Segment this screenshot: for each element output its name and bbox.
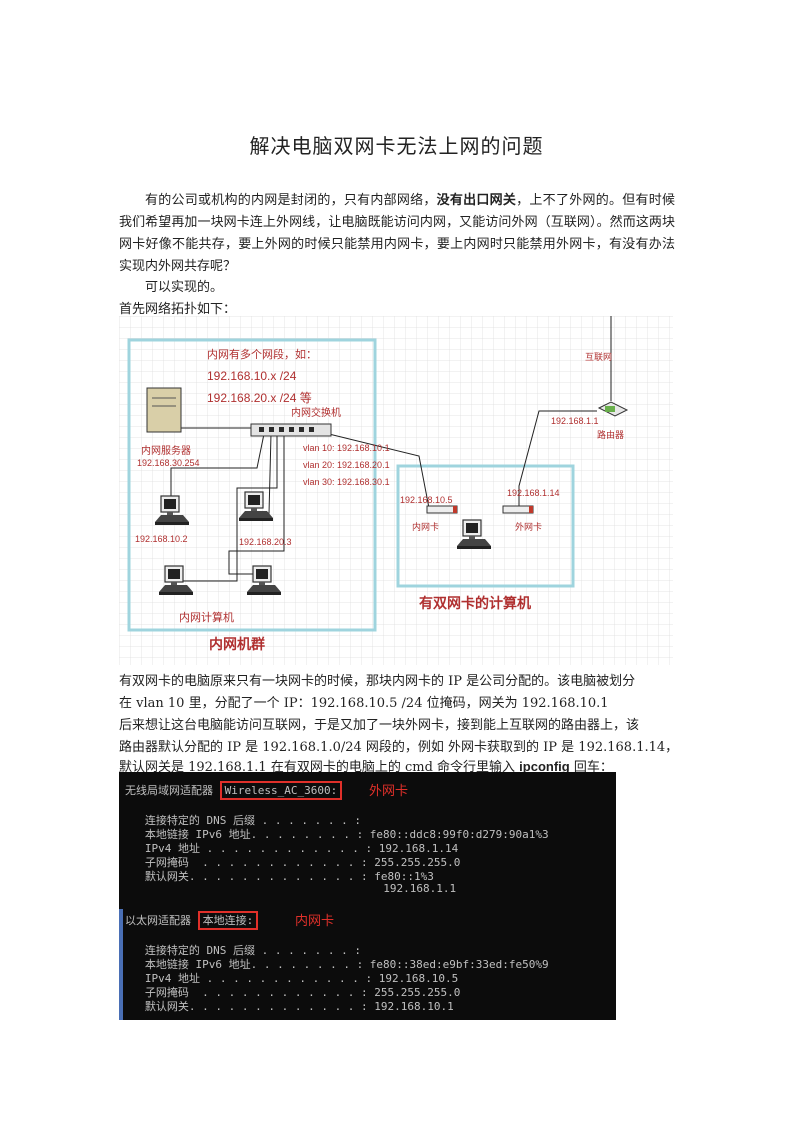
cmd-line: 本地链接 IPv6 地址. . . . . . . . : fe80::38ed… bbox=[125, 958, 549, 971]
cmd-line: 子网掩码 . . . . . . . . . . . . : 255.255.2… bbox=[125, 856, 461, 869]
server-icon bbox=[146, 387, 182, 433]
cmd-line: 192.168.1.1 bbox=[125, 882, 457, 895]
intro-line-2: 可以实现的。 bbox=[145, 280, 224, 295]
vlan30-label: vlan 30: 192.168.30.1 bbox=[303, 477, 390, 487]
ipconfig-command: ipconfig bbox=[519, 759, 570, 774]
wireless-tag: 外网卡 bbox=[369, 784, 409, 799]
cmd-line: 默认网关. . . . . . . . . . . . . : 192.168.… bbox=[125, 1000, 454, 1013]
router-icon bbox=[597, 401, 629, 417]
body-line-5-a: 默认网关是 192.168.1.1 在有双网卡的电脑上的 cmd 命令行里输入 bbox=[119, 760, 520, 775]
cluster-frame bbox=[127, 338, 377, 632]
network-topology-diagram: 互联网 路由器 192.168.1.1 内网有多个网段，如： 192.168.1… bbox=[119, 316, 673, 665]
cmd-line: 子网掩码 . . . . . . . . . . . . : 255.255.2… bbox=[125, 986, 461, 999]
nic-in-icon bbox=[426, 505, 458, 514]
switch-icon bbox=[250, 423, 332, 437]
wireless-adapter-name: Wireless_AC_3600: bbox=[219, 781, 343, 800]
cmd-line: 本地链接 IPv6 地址. . . . . . . . : fe80::ddc8… bbox=[125, 828, 549, 841]
cmd-line: 连接特定的 DNS 后缀 . . . . . . . : bbox=[125, 814, 361, 827]
internet-label: 互联网 bbox=[585, 352, 612, 362]
nic-out-ip-label: 192.168.1.14 bbox=[507, 488, 560, 498]
cmd-line: 默认网关. . . . . . . . . . . . . : fe80::1%… bbox=[125, 870, 434, 883]
body-line-5-b: 回车： bbox=[569, 760, 613, 775]
nic-in-label: 内网卡 bbox=[412, 521, 439, 532]
inner-pcs-label: 内网计算机 bbox=[179, 610, 234, 624]
cmd-line: IPv4 地址 . . . . . . . . . . . . : 192.16… bbox=[125, 972, 459, 985]
nic-out-label: 外网卡 bbox=[515, 521, 542, 532]
body-line-4: 路由器默认分配的 IP 是 192.168.1.0/24 网段的，例如 外网卡获… bbox=[119, 740, 679, 755]
vlan10-label: vlan 10: 192.168.10.1 bbox=[303, 443, 390, 453]
cmd-ipconfig-screenshot: 无线局域网适配器 Wireless_AC_3600: 外网卡 连接特定的 DNS… bbox=[119, 772, 616, 1020]
body-line-5: 默认网关是 192.168.1.1 在有双网卡的电脑上的 cmd 命令行里输入 … bbox=[119, 756, 613, 775]
segments-label-1: 内网有多个网段，如： bbox=[207, 347, 317, 361]
segments-label-2: 192.168.10.x /24 bbox=[207, 369, 297, 383]
ethernet-adapter-header: 以太网适配器 本地连接: bbox=[125, 911, 259, 930]
server-ip-label: 192.168.30.254 bbox=[137, 458, 200, 468]
ethernet-adapter-name: 本地连接: bbox=[197, 911, 259, 930]
intro-bold: 没有出口网关 bbox=[436, 193, 517, 208]
vlan20-label: vlan 20: 192.168.20.1 bbox=[303, 460, 390, 470]
pc2-ip-label: 192.168.20.3 bbox=[239, 537, 292, 547]
nic-out-icon bbox=[502, 505, 534, 514]
cmd-line: IPv4 地址 . . . . . . . . . . . . : 192.16… bbox=[125, 842, 459, 855]
segments-label-3: 192.168.20.x /24 等 bbox=[207, 391, 312, 405]
intro-text-a: 有的公司或机构的内网是封闭的，只有内部网络， bbox=[145, 193, 437, 208]
intro-text-b: ，上不了外网的。但有时候我们希望再加一块网卡连上外网线，让电脑既能访问内网，又能… bbox=[119, 193, 675, 274]
cluster-label: 内网机群 bbox=[209, 636, 265, 652]
switch-label: 内网交换机 bbox=[291, 406, 341, 419]
intro-line-3: 首先网络拓扑如下： bbox=[119, 302, 237, 317]
dual-pc-label: 有双网卡的计算机 bbox=[419, 595, 531, 611]
page-title: 解决电脑双网卡无法上网的问题 bbox=[249, 134, 544, 158]
body-line-3: 后来想让这台电脑能访问互联网，于是又加了一块外网卡，接到能上互联网的路由器上，该 bbox=[119, 718, 640, 733]
server-label: 内网服务器 bbox=[141, 444, 191, 457]
dual-pc-frame bbox=[396, 464, 575, 588]
wireless-adapter-header: 无线局域网适配器 Wireless_AC_3600: bbox=[125, 781, 343, 800]
cmd-line: 连接特定的 DNS 后缀 . . . . . . . : bbox=[125, 944, 361, 957]
body-line-1: 有双网卡的电脑原来只有一块网卡的时候，那块内网卡的 IP 是公司分配的。该电脑被… bbox=[119, 674, 636, 689]
router-ip-label: 192.168.1.1 bbox=[551, 416, 599, 426]
intro-paragraph: 有的公司或机构的内网是封闭的，只有内部网络，没有出口网关，上不了外网的。但有时候… bbox=[119, 190, 675, 278]
pc1-ip-label: 192.168.10.2 bbox=[135, 534, 188, 544]
router-label: 路由器 bbox=[597, 429, 624, 440]
scroll-indicator bbox=[119, 909, 123, 1020]
ethernet-tag: 内网卡 bbox=[295, 914, 335, 929]
body-line-2: 在 vlan 10 里，分配了一个 IP：192.168.10.5 /24 位掩… bbox=[119, 696, 609, 711]
nic-in-ip-label: 192.168.10.5 bbox=[400, 495, 453, 505]
